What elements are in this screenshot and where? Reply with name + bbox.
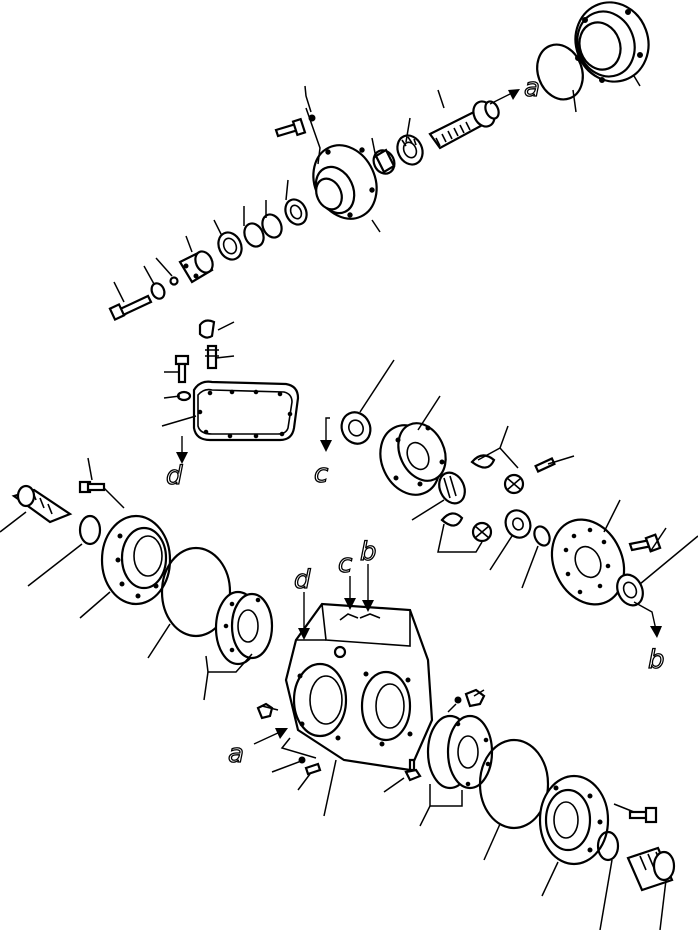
ref-letter-c-mid: c [314, 459, 328, 489]
right-axle-shaft [626, 846, 676, 892]
washer [150, 282, 166, 300]
left-gasket [160, 546, 232, 638]
pinion-gear-2 [471, 521, 493, 543]
axle-housing [284, 602, 434, 772]
left-o-ring [78, 514, 102, 546]
ref-letter-d-left: d [166, 461, 183, 491]
pinion-gear [503, 473, 525, 495]
spider-pin [534, 457, 556, 473]
side-gear [438, 471, 466, 505]
side-bearing-right [616, 573, 644, 607]
spacer [372, 148, 396, 175]
right-bolt [628, 806, 658, 824]
ref-letter-a-bottom: a [228, 739, 244, 769]
ref-letter-d-top: d [294, 565, 311, 595]
shim-stack [217, 198, 308, 261]
right-hub-assembly [426, 714, 676, 892]
cover-plate-assembly [174, 319, 300, 442]
left-axle-shaft [11, 484, 73, 524]
coupling-bolt [108, 294, 153, 322]
leader-lines [0, 75, 698, 930]
o-ring-small [169, 276, 179, 286]
right-gasket [478, 738, 550, 830]
left-bolt [78, 480, 106, 494]
drain-plug [404, 758, 422, 782]
o-ring-large [536, 43, 584, 101]
ref-letter-b-top: b [360, 537, 377, 567]
ref-letter-b-right: b [648, 645, 665, 675]
bearing-retainer-ring [574, 1, 650, 83]
breather [198, 319, 219, 370]
right-flange [538, 774, 610, 866]
taper-bearing [396, 134, 424, 166]
ref-letter-c-top: c [338, 549, 352, 579]
right-o-ring [596, 830, 620, 862]
left-shim-pack [214, 590, 274, 666]
reference-arrows [176, 89, 662, 745]
ref-letter-a-top: a [524, 73, 540, 103]
left-hub-assembly [11, 480, 274, 666]
pinion-cage-assembly [108, 1, 650, 322]
right-shim-pack [426, 714, 494, 790]
thrust-washer-2 [440, 512, 464, 527]
differential-assembly [340, 411, 662, 607]
differential-case [379, 422, 447, 496]
cover-plate [192, 380, 300, 442]
cover-bolt [174, 354, 190, 384]
side-bearing-left [340, 411, 372, 445]
pinion-shaft [428, 100, 500, 150]
side-washer [533, 525, 551, 547]
left-flange [100, 514, 172, 606]
ring-gear [550, 518, 626, 606]
side-gear-2 [504, 509, 532, 539]
coupling-flange [178, 250, 214, 284]
thrust-washer [470, 454, 496, 469]
housing-nut-top [454, 688, 486, 708]
pinion-cage [312, 144, 378, 220]
reference-letters: a d c d c b b a [165, 72, 665, 769]
